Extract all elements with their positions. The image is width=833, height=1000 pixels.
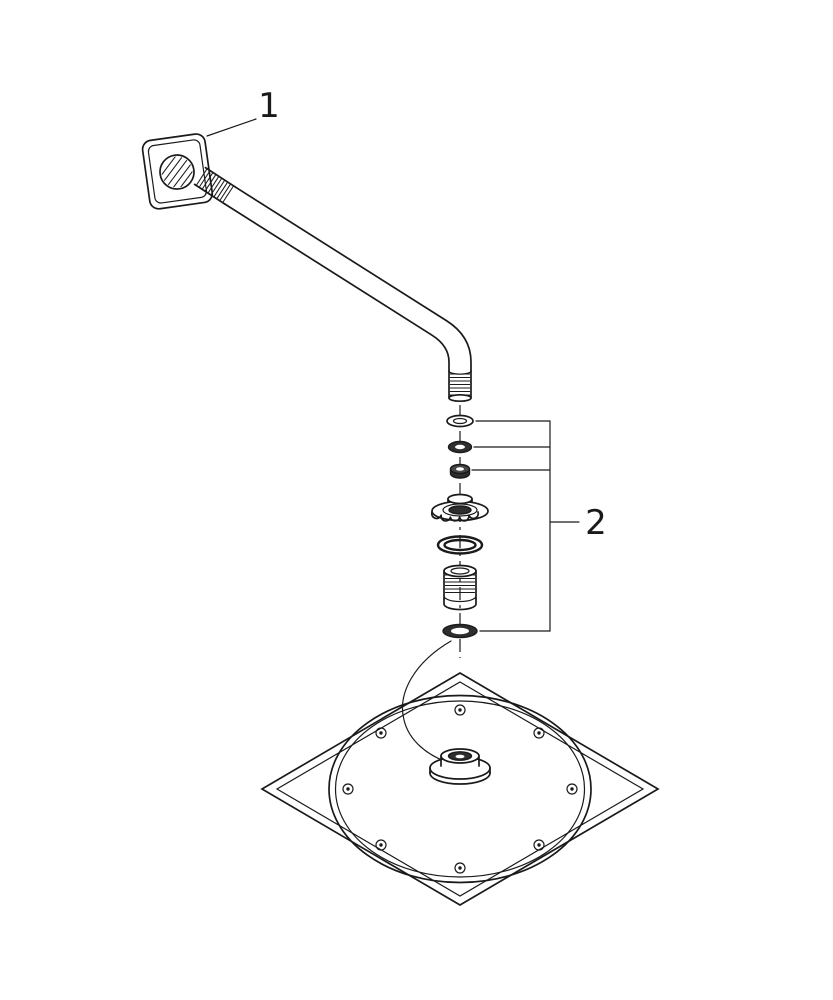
face-plate-screws	[342, 704, 578, 874]
upper-thread-hatch	[195, 168, 234, 203]
lower-thread-hatch	[450, 373, 470, 396]
adapter-lower-band	[443, 598, 477, 611]
screw	[533, 727, 545, 739]
arm-thread-lower	[448, 370, 472, 403]
arm-tube-inner-edge	[223, 203, 450, 372]
callout-2-bracket	[471, 420, 580, 632]
plate-inner-edge	[147, 139, 208, 204]
arm-thread-upper	[193, 166, 237, 205]
center-hub	[429, 748, 491, 785]
plate-outer-edge	[141, 133, 214, 210]
screw	[454, 704, 466, 716]
threaded-adapter	[443, 564, 477, 611]
adapter-thread-hatch	[445, 574, 475, 594]
shower-arm-tube	[223, 186, 472, 403]
rubber-gasket	[447, 440, 473, 454]
screw	[375, 839, 387, 851]
screw	[533, 839, 545, 851]
callout-1-group: 1	[206, 86, 280, 137]
screw	[566, 783, 578, 795]
washer-ring	[446, 414, 474, 428]
o-ring	[436, 535, 484, 555]
face-plate-outer-ellipse	[328, 694, 592, 884]
shower-head	[260, 640, 660, 906]
callout-1-label: 1	[258, 86, 280, 126]
flange-serrated-edge	[430, 511, 480, 522]
head-outer-square	[260, 672, 660, 906]
screw	[454, 862, 466, 874]
arm-tube-outer-edge	[234, 186, 472, 372]
seal-ring	[442, 623, 478, 639]
compression-nut	[449, 463, 471, 479]
flange-nut	[430, 493, 489, 522]
plate-center-fitting	[159, 154, 195, 190]
callout-1-leader-line	[206, 118, 257, 137]
screw	[342, 783, 354, 795]
face-plate-inner-ellipse	[334, 700, 586, 878]
assembly-leader-curve	[402, 640, 452, 764]
wall-mount-plate	[141, 133, 214, 210]
fitting-parts-stack: 2	[430, 414, 607, 639]
callout-2-label: 2	[585, 503, 607, 543]
screw	[375, 727, 387, 739]
